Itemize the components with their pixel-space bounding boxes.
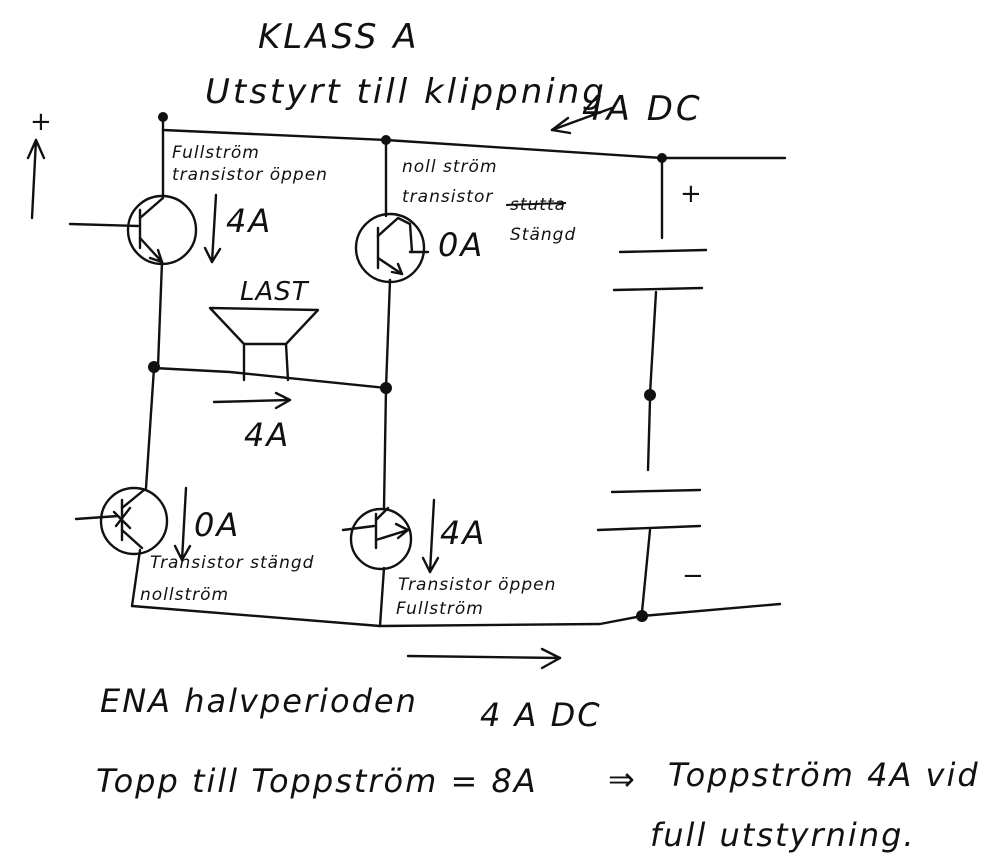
transistor-bottom-left [74,366,169,608]
node-top-left [158,112,168,122]
left-plus-arrow [26,138,46,220]
tr-state-line2: transistor [402,187,493,207]
tr-struck-word: stutta [510,195,566,215]
note-line3: full utstyrning. [650,816,916,854]
supply-current-label: 4A DC [582,89,703,129]
load-label: LAST [240,277,310,307]
mid-wire [152,366,388,390]
left-plus-sign: + [30,107,53,137]
tl-current-arrow [203,193,222,264]
tl-current-label: 4A [226,202,272,240]
bl-current-arrow [173,486,192,562]
capacitor-top [612,156,708,396]
load-current-arrow [212,391,292,410]
transistor-top-left [68,128,198,368]
bottom-current-label: 4 A DC [480,696,602,734]
cap-minus-sign: − [682,561,705,591]
note-line2-left: Topp till Toppström = 8A [96,762,538,800]
capacitor-bottom [596,398,702,614]
bl-state-line1: Transistor stängd [150,553,314,573]
transistor-top-right [354,138,430,390]
tr-state-word: Stängd [510,225,576,245]
tl-state-line1: Fullström [172,143,260,163]
bl-state-line2: nollström [140,585,229,605]
load-current-label: 4A [244,416,290,454]
br-current-label: 4A [440,514,486,552]
note-line2-arrow: ⇒ [608,760,637,798]
transistor-bottom-right [341,386,413,628]
bl-current-label: 0A [194,506,240,544]
tr-strike-line [505,202,567,206]
br-state-line2: Fullström [396,599,484,619]
br-state-line1: Transistor öppen [398,575,556,595]
title-line2: Utstyrt till klippning [205,72,607,112]
node-cap-mid [644,389,656,401]
cap-plus-sign: + [680,179,703,209]
supply-current-arrow [550,106,614,135]
bottom-current-arrow [406,647,562,670]
speaker-load [208,306,320,382]
title-line1: KLASS A [258,17,420,57]
note-line2-right: Toppström 4A vid [668,756,980,794]
bottom-rail [130,602,782,628]
tr-current-label: 0A [438,226,484,264]
tr-state-line1: noll ström [402,157,498,177]
note-line1: ENA halvperioden [100,682,418,720]
tl-state-line2: transistor öppen [172,165,328,185]
br-current-arrow [421,498,440,574]
